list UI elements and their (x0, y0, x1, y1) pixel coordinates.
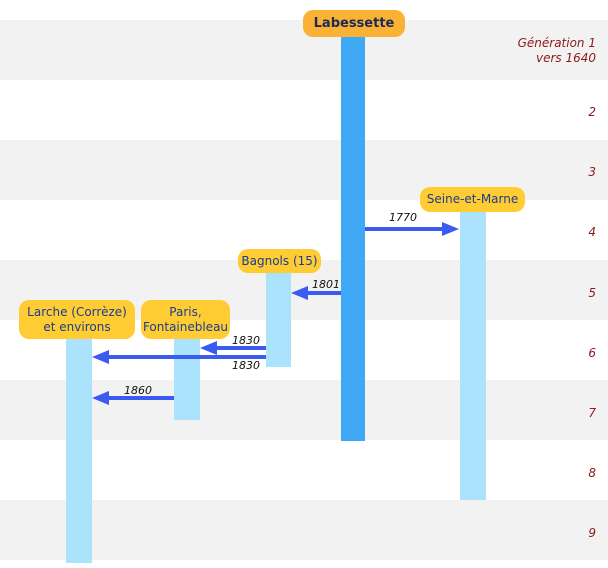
year-label-1801: 1801 (312, 278, 340, 291)
generation-label-1: Génération 1 vers 1640 (517, 36, 596, 65)
generation-label-7: 7 (588, 406, 596, 420)
arrow-paris-to-larche (92, 391, 174, 405)
year-label-1830-larche: 1830 (232, 359, 260, 372)
paris-lineage-bar (174, 334, 200, 420)
generation-label-2: 2 (588, 105, 596, 119)
generation-band-9 (0, 500, 608, 560)
place-label-labessette: Labessette (303, 10, 405, 37)
seine-et-marne-lineage-bar (460, 208, 486, 500)
generation-label-6: 6 (588, 346, 596, 360)
place-label-paris-fontainebleau: Paris, Fontainebleau (141, 300, 230, 339)
generation-label-5: 5 (588, 286, 596, 300)
bagnols-lineage-bar (266, 270, 291, 367)
year-label-1830-paris: 1830 (232, 334, 260, 347)
larche-lineage-bar (66, 336, 92, 563)
generation-label-8: 8 (588, 466, 596, 480)
generation-label-4: 4 (588, 225, 596, 239)
labessette-lineage-bar (341, 34, 365, 441)
year-label-1770: 1770 (389, 211, 417, 224)
arrow-bagnols-to-paris (200, 341, 266, 355)
arrow-labessette-to-seine-et-marne (365, 222, 459, 236)
generation-band-7 (0, 380, 608, 440)
place-label-bagnols: Bagnols (15) (238, 249, 321, 273)
arrow-bagnols-to-larche (92, 350, 266, 364)
generation-label-3: 3 (588, 165, 596, 179)
place-label-larche: Larche (Corrèze) et environs (19, 300, 135, 339)
place-label-seine-et-marne: Seine-et-Marne (420, 187, 525, 212)
year-label-1860: 1860 (124, 384, 152, 397)
arrow-labessette-to-bagnols (291, 286, 341, 300)
generation-label-9: 9 (588, 526, 596, 540)
